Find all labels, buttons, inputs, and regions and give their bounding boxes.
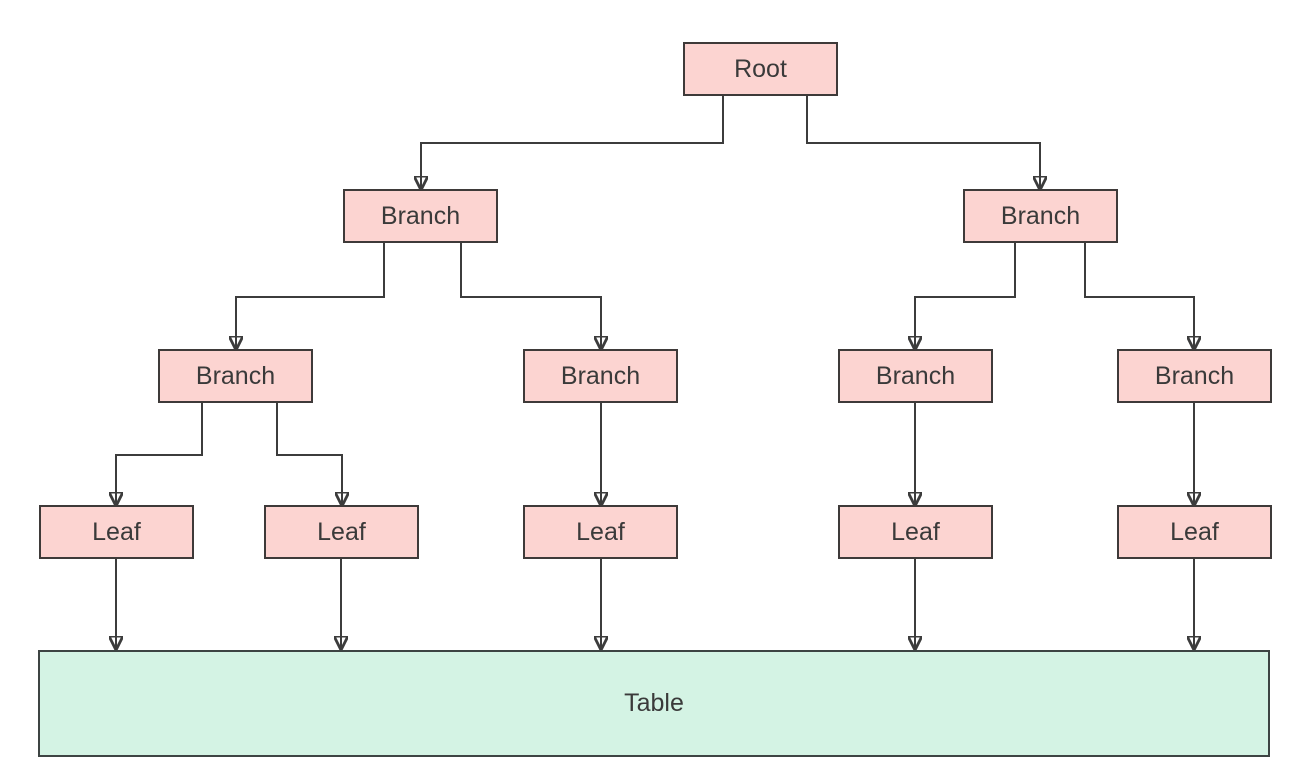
node-root: Root xyxy=(683,42,838,96)
edge-root-branch-right xyxy=(806,96,1040,188)
node-branch-left-2: Branch xyxy=(523,349,678,403)
node-branch-left: Branch xyxy=(343,189,498,243)
node-branch-left-1: Branch xyxy=(158,349,313,403)
node-leaf-1: Leaf xyxy=(39,505,194,559)
node-branch-right-1: Branch xyxy=(838,349,993,403)
node-branch-right-2: Branch xyxy=(1117,349,1272,403)
edge-branchright-branch2 xyxy=(1084,243,1194,348)
node-leaf-3: Leaf xyxy=(523,505,678,559)
edge-root-branch-left xyxy=(421,96,724,188)
edge-branch1-leaf2 xyxy=(276,403,342,504)
node-branch-right: Branch xyxy=(963,189,1118,243)
edge-branch1-leaf1 xyxy=(116,403,203,504)
edge-branchright-branch1 xyxy=(915,243,1016,348)
node-leaf-2: Leaf xyxy=(264,505,419,559)
edge-branchleft-branch2 xyxy=(460,243,601,348)
edge-branchleft-branch1 xyxy=(236,243,385,348)
node-table: Table xyxy=(38,650,1270,757)
node-leaf-4: Leaf xyxy=(838,505,993,559)
node-leaf-5: Leaf xyxy=(1117,505,1272,559)
